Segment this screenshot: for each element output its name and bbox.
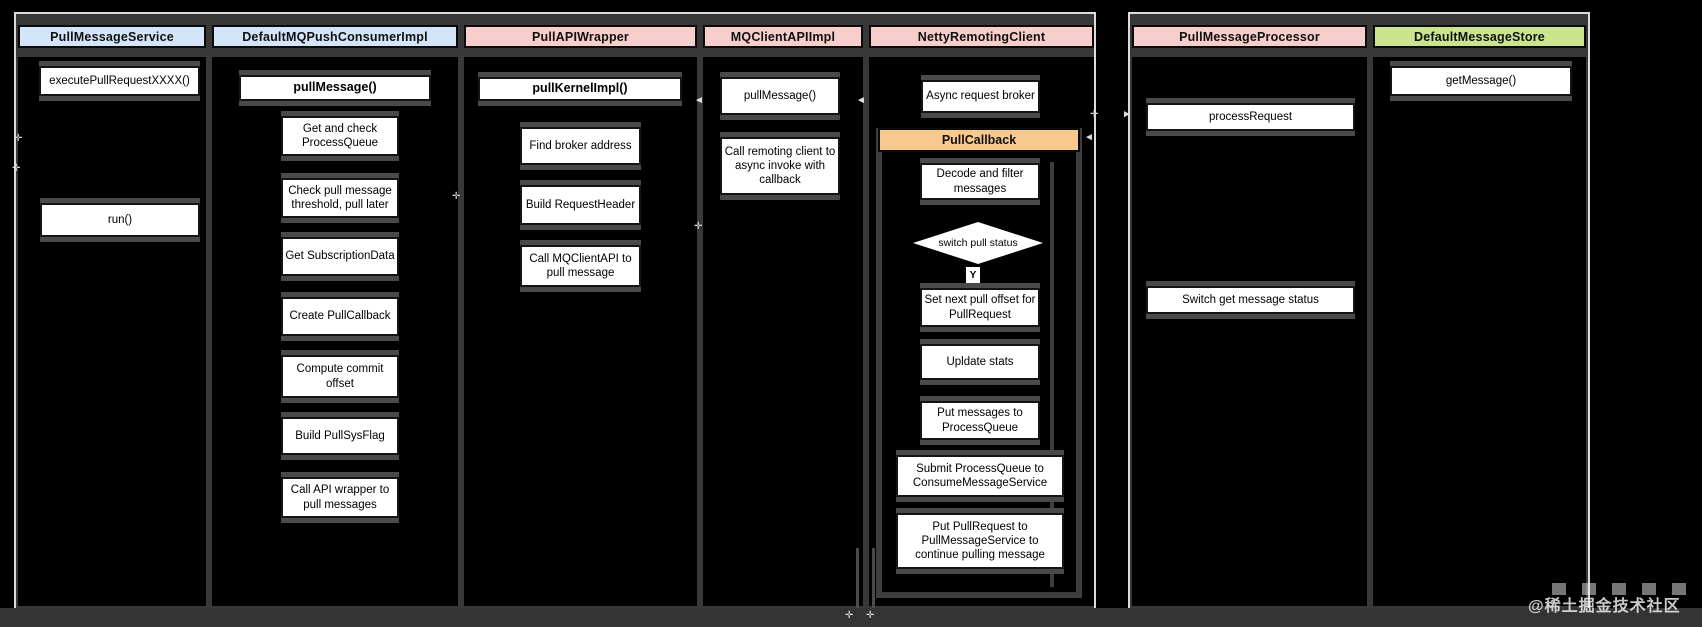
node-call-mqclientapi: Call MQClientAPI to pull message: [520, 245, 641, 287]
node-find-broker-address: Find broker address: [520, 127, 641, 165]
lane-header-pullmessageservice: PullMessageService: [18, 25, 206, 48]
node-put-pullrequest-continue: Put PullRequest to PullMessageService to…: [896, 513, 1064, 569]
lane-header-pullmessageprocessor: PullMessageProcessor: [1132, 25, 1367, 48]
lane-header-nettyremotingclient: NettyRemotingClient: [869, 25, 1094, 48]
node-check-pull-threshold: Check pull message threshold, pull later: [281, 178, 399, 218]
node-build-pullsysflag: Build PullSysFlag: [281, 417, 399, 455]
connector-line: [856, 548, 859, 610]
pool-bottom-border: [0, 608, 1702, 627]
arrowhead-icon: ✛: [866, 610, 875, 621]
node-async-request-broker: Async request broker: [921, 80, 1040, 113]
node-pullmessage-clientapi: pullMessage(): [720, 77, 840, 115]
watermark-logo-block: [1582, 583, 1596, 595]
node-switch-get-message-status: Switch get message status: [1146, 286, 1355, 314]
branch-label-y: Y: [966, 267, 980, 283]
connector-line: [1050, 162, 1054, 587]
node-processrequest: processRequest: [1146, 103, 1355, 131]
watermark-text: @稀土掘金技术社区: [1528, 598, 1681, 615]
arrowhead-icon: ✛: [845, 610, 854, 621]
node-call-api-wrapper: Call API wrapper to pull messages: [281, 477, 399, 518]
arrowhead-icon: ✛: [12, 163, 21, 174]
lane-pullmessageprocessor-body: [1132, 57, 1367, 606]
lane-defaultmessagestore-body: [1373, 57, 1586, 606]
node-execute-pull-request: executePullRequestXXXX(): [39, 66, 200, 96]
node-pullkernelimpl: pullKernelImpl(): [478, 77, 682, 101]
node-call-remoting-client: Call remoting client to async invoke wit…: [720, 137, 840, 195]
node-pullmessage-consumer: pullMessage(): [239, 75, 431, 101]
arrowhead-icon: ✛: [1090, 109, 1099, 120]
arrowhead-left-icon: ◄: [694, 95, 704, 106]
connector-line: [872, 548, 875, 610]
arrowhead-down-icon: ▼: [967, 280, 977, 291]
node-get-check-processqueue: Get and check ProcessQueue: [281, 116, 399, 156]
watermark-logo-block: [1642, 583, 1656, 595]
node-compute-commit-offset: Compute commit offset: [281, 355, 399, 398]
lane-pullmessageservice-body: [18, 57, 206, 606]
arrowhead-left-icon: ◄: [1084, 132, 1094, 143]
lane-header-defaultmqpushconsumerimpl: DefaultMQPushConsumerImpl: [212, 25, 458, 48]
arrowhead-icon: ✛: [452, 191, 461, 202]
arrowhead-icon: ✛: [14, 133, 23, 144]
watermark-logo-block: [1552, 583, 1566, 595]
node-getmessage: getMessage(): [1390, 66, 1572, 96]
node-update-stats: Upldate stats: [920, 344, 1040, 380]
node-create-pullcallback: Create PullCallback: [281, 297, 399, 336]
node-set-next-pull-offset: Set next pull offset for PullRequest: [920, 288, 1040, 327]
node-get-subscriptiondata: Get SubscriptionData: [281, 237, 399, 276]
node-put-messages-processqueue: Put messages to ProcessQueue: [920, 401, 1040, 440]
node-run: run(): [40, 203, 200, 237]
lane-header-mqclientapiimpl: MQClientAPIImpl: [703, 25, 863, 48]
arrowhead-left-icon: ◄: [856, 95, 866, 106]
arrowhead-icon: ✛: [694, 221, 703, 232]
arrowhead-right-icon: ►: [1122, 109, 1132, 120]
node-decode-filter-messages: Decode and filter messages: [920, 163, 1040, 200]
lane-header-defaultmessagestore: DefaultMessageStore: [1373, 25, 1586, 48]
watermark-logo-block: [1672, 583, 1686, 595]
pullcallback-group-header: PullCallback: [878, 128, 1080, 152]
node-build-requestheader: Build RequestHeader: [520, 185, 641, 225]
watermark-logo-block: [1612, 583, 1626, 595]
node-submit-processqueue: Submit ProcessQueue to ConsumeMessageSer…: [896, 455, 1064, 497]
lane-header-pullapiwrapper: PullAPIWrapper: [464, 25, 697, 48]
